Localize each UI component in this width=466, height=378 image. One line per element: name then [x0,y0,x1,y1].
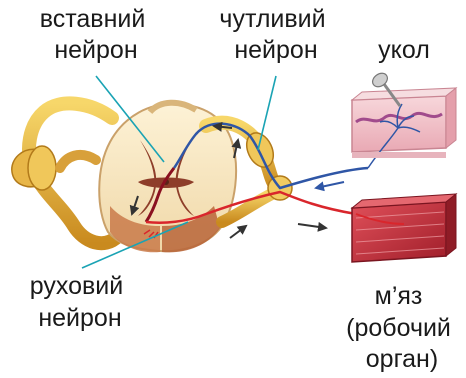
label-muscle: м’яз (робочий орган) [346,282,458,373]
skin-block [352,88,456,168]
label-interneuron: вставний нейрон [40,5,153,64]
muscle-block [352,194,456,262]
label-injection: укол [378,36,430,64]
label-sensory-neuron: чутливий нейрон [219,5,332,64]
label-motor-neuron: руховий нейрон [30,272,130,332]
diagram-labels: вставний нейрон чутливий нейрон укол рух… [30,5,458,373]
